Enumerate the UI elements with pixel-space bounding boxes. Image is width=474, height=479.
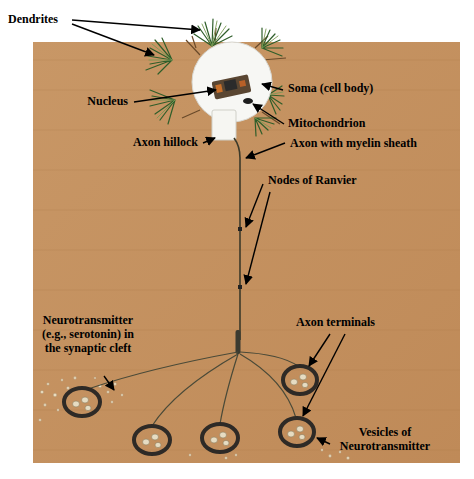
part-label: Nodes of Ranvier — [268, 174, 408, 188]
vesicles — [73, 374, 309, 448]
part-label: Axon terminals — [296, 316, 416, 330]
part-label: Neurotransmitter (e.g., serotonin) in th… — [34, 314, 142, 355]
nodes-of-ranvier — [238, 227, 242, 289]
part-label: Vesicles of Neurotransmitter — [326, 426, 444, 454]
part-label: Soma (cell body) — [288, 82, 408, 96]
axon-wire — [234, 138, 240, 340]
part-label: Nucleus — [58, 95, 128, 109]
nucleus-board — [212, 74, 252, 99]
axon-hillock-block — [212, 110, 236, 140]
mitochondrion — [243, 98, 253, 104]
neurotransmitter-grains — [39, 377, 356, 460]
axon-branches — [88, 352, 298, 426]
cardboard-background — [33, 42, 460, 463]
part-label: Dendrites — [8, 13, 83, 27]
part-label: Axon hillock — [108, 136, 198, 150]
axon-bundle — [236, 330, 241, 354]
part-label: Axon with myelin sheath — [290, 137, 465, 151]
axon-terminal-rings — [64, 366, 317, 454]
part-label: Mitochondrion — [288, 117, 408, 131]
